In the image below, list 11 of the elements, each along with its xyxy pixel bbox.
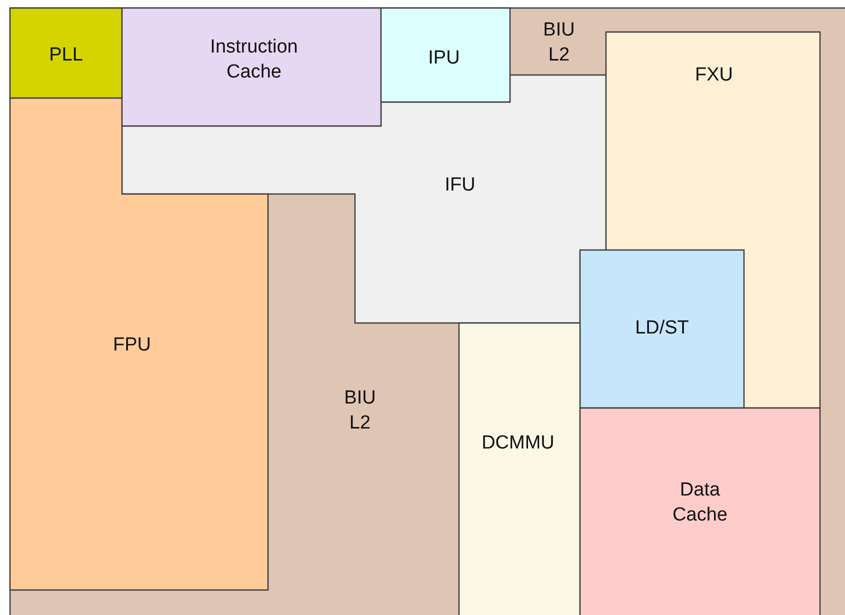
block-label: DCMMU <box>482 432 554 456</box>
block-label: LD/ST <box>635 316 689 341</box>
block-label: PLL <box>49 44 83 68</box>
block-label: IFU <box>444 174 476 198</box>
block-label: Instruction Cache <box>209 35 299 84</box>
block-label: BIU L2 <box>542 18 576 67</box>
block-label: BIU L2 <box>343 386 377 435</box>
block-label: FXU <box>695 64 733 88</box>
block-label: Data Cache <box>672 478 728 527</box>
block-label: IPU <box>428 46 460 71</box>
block-label: FPU <box>113 334 151 358</box>
